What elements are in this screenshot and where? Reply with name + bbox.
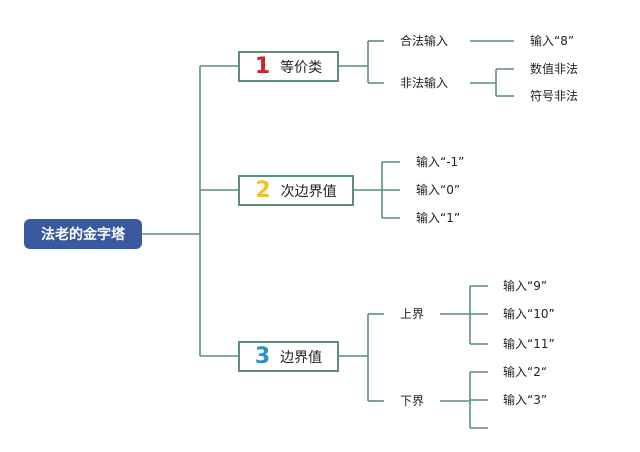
node-input-3[interactable]: 输入“3” [503,393,548,407]
node-input-minus-1[interactable]: 输入“-1” [416,155,465,169]
node-input-9[interactable]: 输入“9” [503,279,548,293]
node-input-2[interactable]: 输入“2“ [503,365,548,379]
branch-node-equivalence-class[interactable]: 1 等价类 [238,51,339,82]
branch-node-secondary-boundary[interactable]: 2 次边界值 [238,175,354,206]
node-invalid-symbol[interactable]: 符号非法 [530,89,579,103]
branch-label: 边界值 [280,349,323,366]
node-input-10[interactable]: 输入“10” [503,307,555,321]
node-input-0[interactable]: 输入“0” [416,183,461,197]
node-valid-input[interactable]: 合法输入 [400,34,449,48]
branch-label: 次边界值 [280,183,337,200]
node-upper-bound[interactable]: 上界 [400,307,425,321]
branch-number-3: 3 [254,343,271,369]
branch-number-1: 1 [254,53,271,79]
node-input-1[interactable]: 输入“1” [416,211,461,225]
node-input-8[interactable]: 输入“8” [530,34,575,48]
node-input-11[interactable]: 输入“11” [503,337,555,351]
branch-node-boundary-value[interactable]: 3 边界值 [238,341,339,372]
node-invalid-input[interactable]: 非法输入 [400,76,449,90]
branch-label: 等价类 [280,59,323,76]
branch-number-2: 2 [255,177,271,203]
node-lower-bound[interactable]: 下界 [400,394,425,408]
node-invalid-number[interactable]: 数值非法 [530,62,579,76]
root-node[interactable]: 法老的金字塔 [24,219,142,249]
root-label: 法老的金字塔 [41,227,125,243]
